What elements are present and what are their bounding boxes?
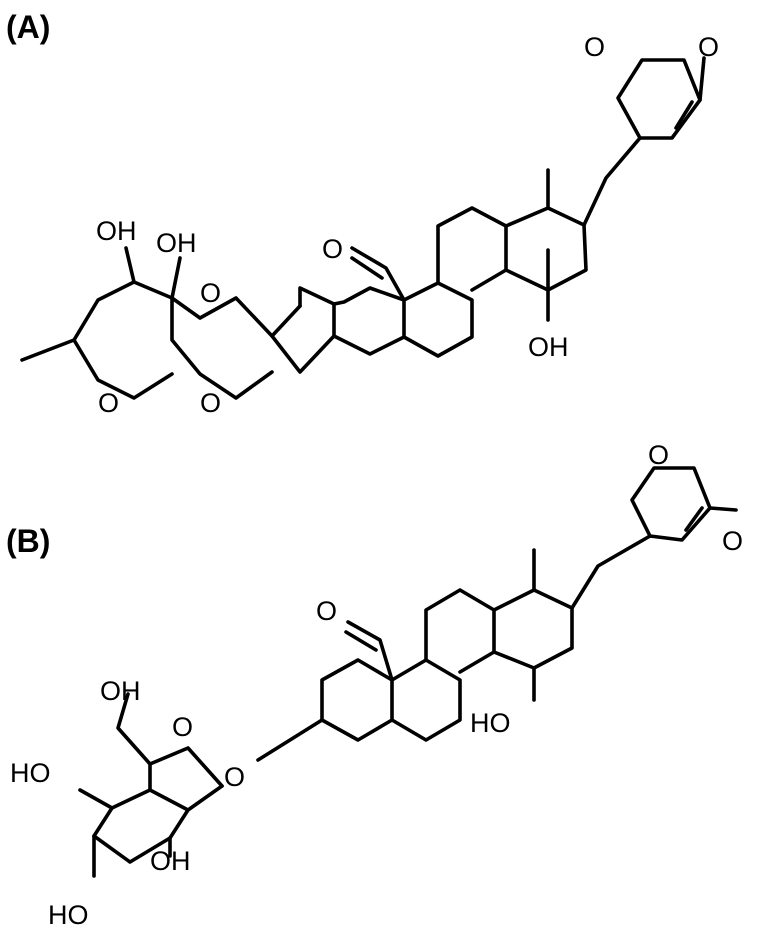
a-aldehyde-oxygen: O [322,234,343,264]
b-aldehyde-oxygen: O [316,596,337,626]
a-c14-hydroxyl: OH [528,332,569,362]
a-sugar-hydroxyl-anomeric: OH [156,228,197,258]
panel-a-bonds [20,56,706,400]
panel-b-atom-labels: O O O HO O O OH HO OH HO [10,440,743,930]
panel-b-bonds [78,466,738,878]
b-ch2-hydroxyl: OH [100,676,141,706]
a-sugar-hydroxyl-upper: OH [96,216,137,246]
panel-a-label: (A) [6,9,50,45]
a-dioxane-oxygen-upper: O [200,278,221,308]
b-c2-hydroxyl: OH [150,846,191,876]
b-lactone-ring-oxygen: O [648,440,669,470]
b-c4-hydroxyl: HO [10,758,51,788]
a-pyran-oxygen: O [98,388,119,418]
b-c14-hydroxyl: HO [470,708,511,738]
b-lactone-carbonyl-oxygen: O [722,526,743,556]
a-dioxane-oxygen-lower: O [200,388,221,418]
panel-a-atom-labels: O O O OH OH OH O O O [96,32,719,418]
a-lactone-carbonyl-oxygen: O [698,32,719,62]
panel-a: (A) [6,9,719,418]
b-glycoside-oxygen: O [224,762,245,792]
panel-b: (B) [6,440,743,930]
b-c3-hydroxyl: HO [48,900,89,930]
b-pyranose-ring-oxygen: O [172,712,193,742]
a-lactone-ring-oxygen: O [584,32,605,62]
panel-b-label: (B) [6,523,50,559]
